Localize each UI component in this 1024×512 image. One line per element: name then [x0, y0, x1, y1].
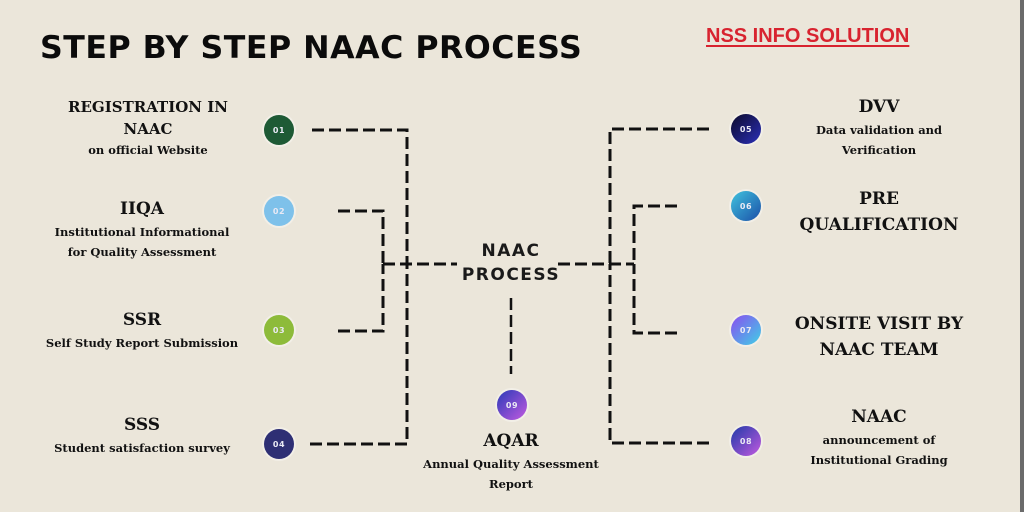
step-03-text: SSR Self Study Report Submission — [27, 307, 257, 353]
step-title: AQAR — [483, 431, 539, 451]
step-title: IIQA — [120, 199, 164, 219]
step-badge-09[interactable]: 09 — [497, 390, 527, 420]
step-badge-05[interactable]: 05 — [731, 114, 761, 144]
step-title: ONSITE VISIT BY — [794, 314, 964, 334]
step-title: QUALIFICATION — [799, 215, 959, 235]
connector-03 — [338, 264, 385, 333]
step-08-text: NAAC announcement of Institutional Gradi… — [764, 404, 994, 470]
step-subtitle: Institutional Grading — [810, 453, 948, 467]
step-badge-02[interactable]: 02 — [264, 196, 294, 226]
step-title: DVV — [858, 97, 900, 117]
step-07-text: ONSITE VISIT BY NAAC TEAM — [764, 311, 994, 363]
step-title: NAAC — [123, 120, 173, 138]
center-label-line2: PROCESS — [461, 265, 561, 285]
step-title: SSS — [123, 415, 161, 435]
step-title: REGISTRATION IN — [68, 98, 228, 116]
center-label-line1: NAAC — [481, 241, 541, 261]
step-04-text: SSS Student satisfaction survey — [27, 412, 257, 458]
step-subtitle: Student satisfaction survey — [54, 441, 230, 455]
brand-link[interactable]: NSS INFO SOLUTION — [706, 25, 910, 47]
step-subtitle: Report — [489, 477, 533, 491]
step-number: 01 — [272, 125, 286, 135]
step-title: NAAC TEAM — [819, 340, 939, 360]
step-badge-07[interactable]: 07 — [731, 315, 761, 345]
step-subtitle: Verification — [841, 143, 917, 157]
step-title: SSR — [122, 310, 162, 330]
center-label: NAAC PROCESS — [446, 239, 576, 287]
connector-02 — [338, 209, 385, 264]
step-01-text: REGISTRATION IN NAAC on official Website — [33, 96, 263, 160]
connector-01 — [312, 128, 409, 264]
step-subtitle: for Quality Assessment — [67, 245, 217, 259]
connector-04 — [310, 264, 409, 446]
step-badge-08[interactable]: 08 — [731, 426, 761, 456]
right-edge-border — [1020, 0, 1024, 512]
step-subtitle: announcement of — [822, 433, 936, 447]
step-subtitle: Institutional Informational — [54, 225, 230, 239]
connector-08 — [608, 264, 709, 445]
connector-07 — [632, 264, 677, 335]
step-badge-06[interactable]: 06 — [731, 191, 761, 221]
step-number: 06 — [739, 201, 753, 211]
step-title: NAAC — [851, 407, 907, 427]
step-number: 09 — [505, 400, 519, 410]
step-subtitle: Self Study Report Submission — [45, 336, 239, 350]
step-number: 05 — [739, 124, 753, 134]
step-title: PRE — [859, 189, 899, 209]
step-number: 08 — [739, 436, 753, 446]
step-subtitle: Annual Quality Assessment — [423, 457, 599, 471]
step-badge-03[interactable]: 03 — [264, 315, 294, 345]
step-number: 07 — [739, 325, 753, 335]
step-subtitle: on official Website — [88, 143, 208, 157]
connector-05 — [608, 127, 709, 264]
step-06-text: PRE QUALIFICATION — [764, 186, 994, 238]
step-number: 04 — [272, 439, 286, 449]
step-badge-04[interactable]: 04 — [264, 429, 294, 459]
page-title: STEP BY STEP NAAC PROCESS — [40, 30, 583, 66]
step-subtitle: Data validation and — [815, 123, 943, 137]
step-02-text: IIQA Institutional Informational for Qua… — [27, 196, 257, 262]
step-05-text: DVV Data validation and Verification — [764, 94, 994, 160]
step-badge-01[interactable]: 01 — [264, 115, 294, 145]
step-number: 02 — [272, 206, 286, 216]
step-09-text: AQAR Annual Quality Assessment Report — [396, 428, 626, 494]
connector-06 — [632, 204, 677, 264]
step-number: 03 — [272, 325, 286, 335]
